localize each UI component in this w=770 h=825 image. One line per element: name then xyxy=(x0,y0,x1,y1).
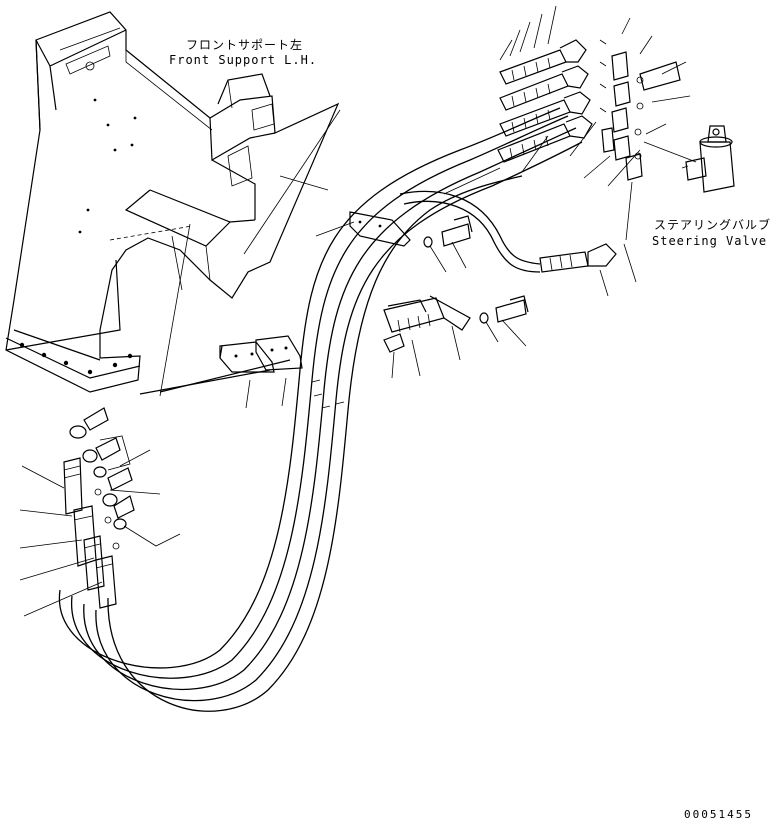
middle-clamp xyxy=(349,211,529,353)
front-support-label-jp: フロントサポート左 xyxy=(186,38,304,52)
front-support-label-en: Front Support L.H. xyxy=(169,53,318,67)
upper-fittings xyxy=(497,5,681,181)
hose-bundle xyxy=(58,107,583,712)
clamp-plates xyxy=(139,335,303,409)
steering-valve-label-jp: ステアリングバルブ xyxy=(654,218,770,232)
lower-fittings xyxy=(19,407,181,617)
front-support-bracket xyxy=(5,11,340,393)
drawing-number: 00051455 xyxy=(684,808,753,821)
steering-valve-hose xyxy=(399,190,617,273)
steering-valve xyxy=(625,125,735,241)
steering-valve-label-en: Steering Valve xyxy=(652,234,768,248)
leader-lines xyxy=(159,17,691,397)
